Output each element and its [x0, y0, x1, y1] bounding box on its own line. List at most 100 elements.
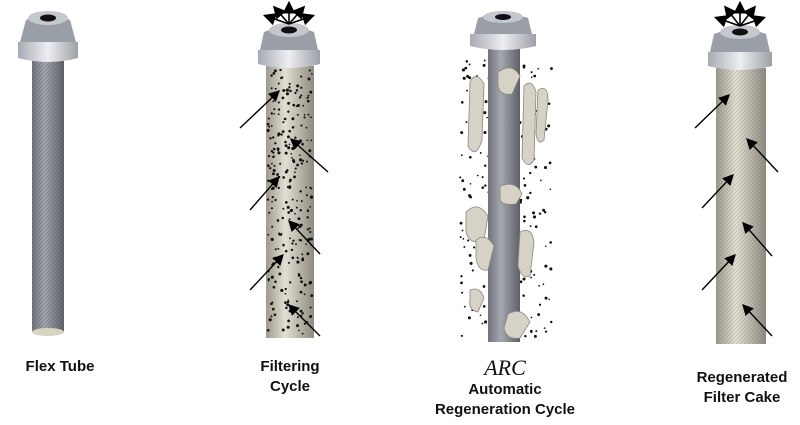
- regenerated-filter-cake-graphic: [694, 0, 779, 344]
- particle: [284, 301, 287, 304]
- particle: [290, 152, 293, 155]
- particle: [279, 233, 282, 237]
- particle: [526, 196, 530, 200]
- particle: [299, 154, 301, 156]
- particle: [273, 112, 275, 115]
- particle: [285, 92, 290, 96]
- particle: [460, 154, 463, 157]
- particle: [270, 112, 273, 115]
- particle: [291, 126, 295, 129]
- particle: [300, 162, 303, 165]
- particle: [285, 306, 288, 310]
- particle: [284, 140, 287, 144]
- particle: [549, 267, 553, 271]
- particle: [307, 94, 310, 97]
- particle: [298, 329, 300, 332]
- particle: [306, 139, 309, 142]
- particle: [468, 63, 471, 66]
- particle: [548, 161, 552, 165]
- particle: [288, 178, 292, 182]
- particle: [530, 316, 533, 319]
- particle: [287, 101, 291, 105]
- particle: [542, 208, 546, 212]
- particle: [266, 328, 270, 332]
- particle: [297, 217, 301, 221]
- particle: [267, 155, 271, 158]
- particle: [307, 237, 311, 242]
- particle: [296, 84, 300, 88]
- particle: [308, 149, 312, 153]
- particle: [277, 82, 280, 85]
- particle: [286, 303, 289, 307]
- particle: [533, 74, 537, 78]
- label-line: Cycle: [269, 378, 311, 395]
- particle: [461, 68, 466, 72]
- particle: [306, 96, 309, 100]
- particle: [286, 205, 290, 209]
- particle: [273, 256, 277, 260]
- particle: [282, 121, 285, 124]
- particle: [300, 94, 303, 97]
- particle: [307, 77, 311, 81]
- particle: [291, 242, 294, 245]
- particle: [309, 116, 312, 119]
- label-line: Regenerated: [696, 369, 788, 386]
- particle: [300, 280, 303, 284]
- particle: [533, 334, 537, 338]
- particle: [291, 256, 295, 260]
- particle: [535, 330, 538, 333]
- particle: [296, 260, 300, 264]
- particle: [459, 176, 462, 179]
- particle: [288, 143, 291, 146]
- label-flex-tube: Flex Tube: [0, 357, 120, 377]
- particle: [271, 162, 273, 165]
- particle: [289, 208, 293, 213]
- particle: [272, 155, 275, 158]
- particle: [288, 218, 291, 221]
- particle: [284, 249, 288, 253]
- particle: [459, 236, 462, 239]
- particle: [459, 221, 463, 225]
- particle: [306, 252, 310, 256]
- particle: [484, 100, 488, 104]
- particle: [300, 124, 303, 127]
- particle: [532, 215, 537, 219]
- particle: [291, 198, 294, 201]
- particle: [530, 331, 533, 334]
- particle: [298, 139, 303, 143]
- particle: [538, 303, 542, 306]
- particle: [267, 279, 270, 282]
- particle: [292, 103, 296, 107]
- particle: [273, 69, 277, 73]
- particle: [310, 139, 313, 142]
- particle: [277, 108, 281, 111]
- particle: [293, 171, 296, 174]
- particle: [543, 327, 546, 330]
- particle: [308, 280, 313, 284]
- particle: [482, 63, 486, 67]
- particle: [274, 248, 277, 251]
- particle: [272, 285, 276, 289]
- particle: [310, 294, 314, 298]
- particle: [274, 142, 277, 145]
- particle: [287, 319, 291, 323]
- particle: [301, 159, 305, 162]
- particle: [282, 207, 285, 210]
- particle: [468, 253, 472, 257]
- particle: [296, 104, 300, 108]
- particle: [295, 243, 297, 246]
- particle: [276, 149, 280, 152]
- particle: [309, 230, 312, 234]
- particle: [288, 86, 291, 89]
- particle: [462, 76, 466, 80]
- particle: [295, 206, 298, 209]
- particle: [278, 272, 282, 276]
- particle: [533, 273, 536, 276]
- particle: [483, 111, 487, 115]
- label-filtering-cycle: Filtering Cycle: [230, 357, 350, 397]
- particle: [289, 237, 291, 240]
- particle: [277, 175, 281, 179]
- particle: [298, 158, 303, 162]
- particle: [288, 129, 291, 133]
- cake-fragments: [465, 67, 549, 339]
